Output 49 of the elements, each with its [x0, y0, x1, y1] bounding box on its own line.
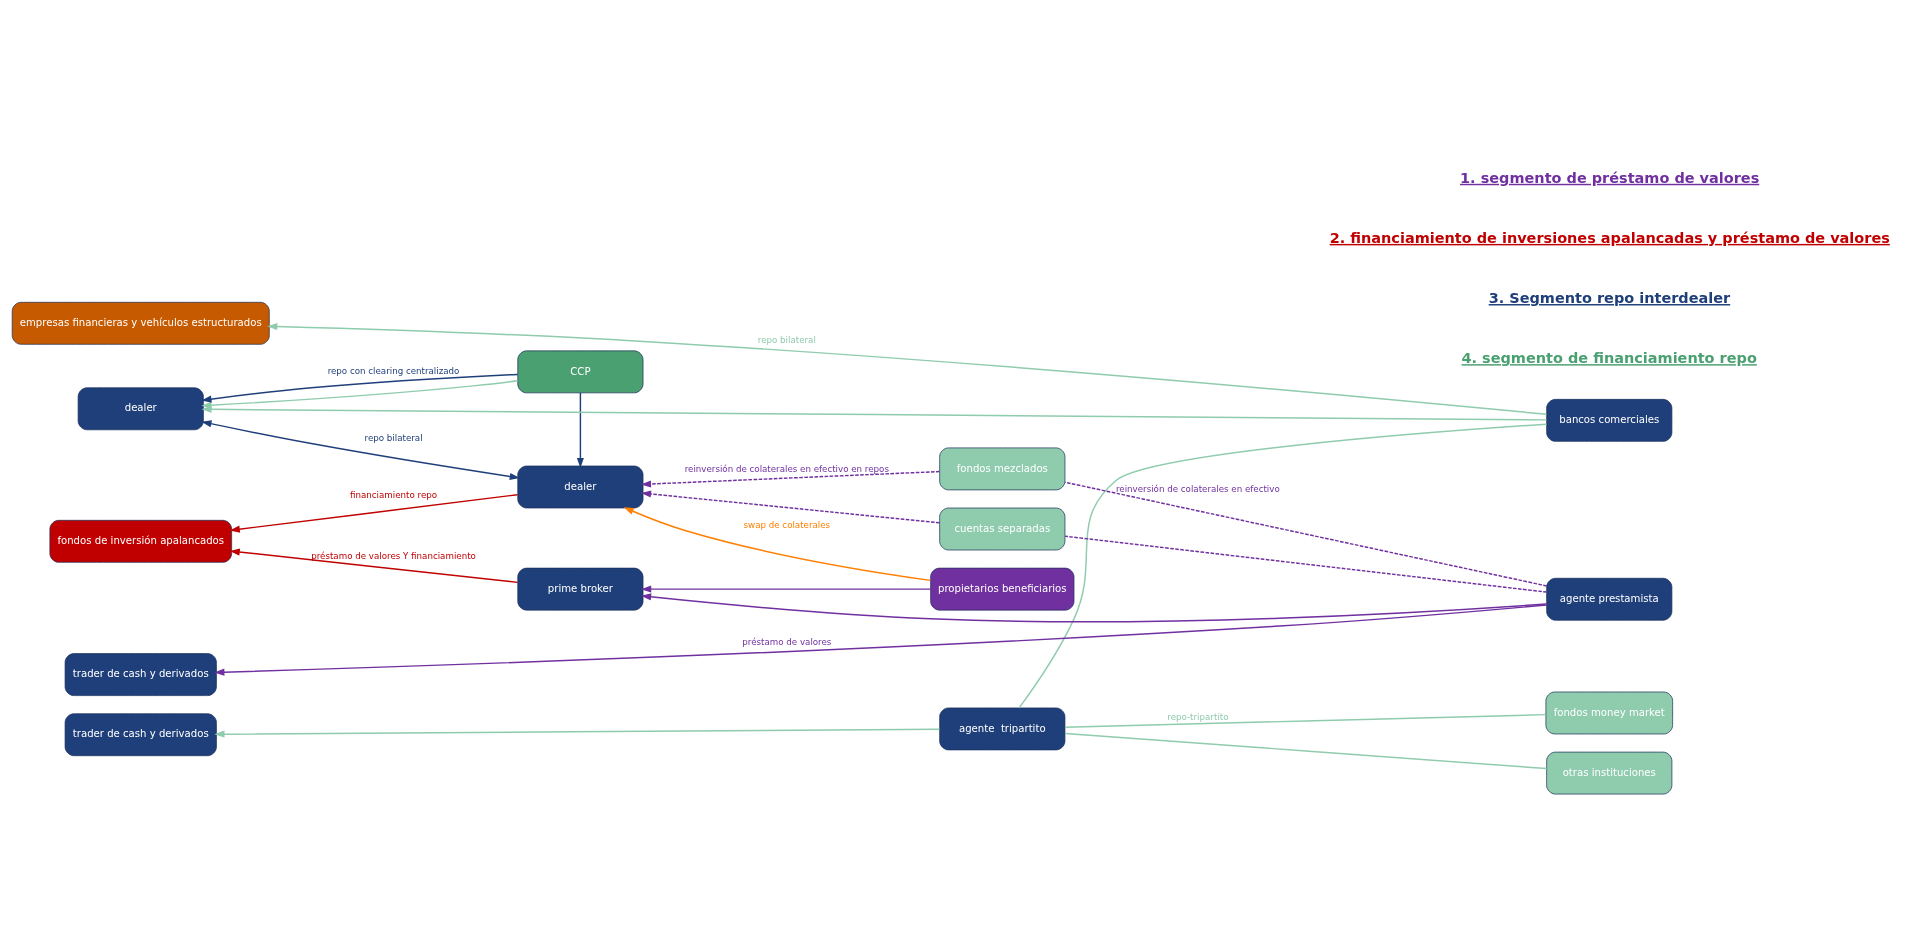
arrow	[201, 419, 520, 480]
node-box: agente prestamista	[1546, 577, 1673, 621]
edge-label: repo-tripartito	[1167, 711, 1229, 722]
node-box: dealer	[77, 386, 204, 430]
arrow	[623, 506, 932, 581]
edge-label: repo bilateral	[757, 334, 816, 345]
connector	[1064, 732, 1548, 769]
node-box: dealer	[517, 465, 644, 508]
arrow	[214, 603, 1548, 676]
arrow	[214, 728, 941, 738]
node-box: prime broker	[517, 567, 644, 610]
edge-label: repo con clearing centralizado	[327, 365, 460, 376]
edge-label: reinversión de colaterales en efectivo	[1115, 483, 1280, 494]
label: 1. segmento de préstamo de valores	[1460, 169, 1760, 186]
connector	[1018, 422, 1548, 709]
arrow	[640, 470, 941, 488]
edge-label: reinversión de colaterales en efectivo en repos	[684, 463, 889, 474]
node-box: fondos money market	[1545, 691, 1673, 734]
node-box: fondos de inversión apalancados	[49, 519, 232, 563]
connector	[1064, 535, 1548, 593]
node-box: bancos comerciales	[1546, 398, 1673, 442]
label: 4. segmento de financiamiento repo	[1461, 349, 1757, 366]
arrow	[229, 548, 519, 583]
label: 2. financiamiento de inversiones apalancadas y préstamo de valores	[1329, 229, 1890, 246]
edge-label: préstamo de valores	[742, 636, 832, 647]
edge-label: repo bilateral	[364, 432, 423, 443]
edge-label: financiamiento repo	[349, 489, 438, 500]
node-box: otras instituciones	[1546, 751, 1673, 794]
node-box: agente tripartito	[939, 707, 1066, 750]
arrow	[201, 373, 519, 403]
label: 3. Segmento repo interdealer	[1488, 289, 1731, 306]
node-box: fondos mezclados	[939, 447, 1066, 490]
arrow	[641, 592, 1548, 622]
arrow	[229, 493, 519, 533]
arrow	[641, 585, 932, 593]
node-box: CCP	[517, 349, 644, 393]
arrow	[267, 322, 1548, 415]
arrow	[576, 391, 584, 468]
arrow	[640, 489, 941, 524]
edge-label: swap de colaterales	[743, 519, 831, 530]
arrow	[201, 405, 1548, 421]
node-box: trader de cash y derivados	[64, 652, 217, 696]
connector	[1064, 481, 1548, 587]
connector	[1064, 713, 1547, 728]
node-box: trader de cash y derivados	[64, 712, 217, 756]
node-box: empresas financieras y vehículos estructurados	[11, 301, 270, 345]
edge-label: préstamo de valores Y financiamiento	[311, 550, 476, 561]
node-box: propietarios beneficiarios	[930, 567, 1075, 610]
node-box: cuentas separadas	[939, 507, 1066, 550]
